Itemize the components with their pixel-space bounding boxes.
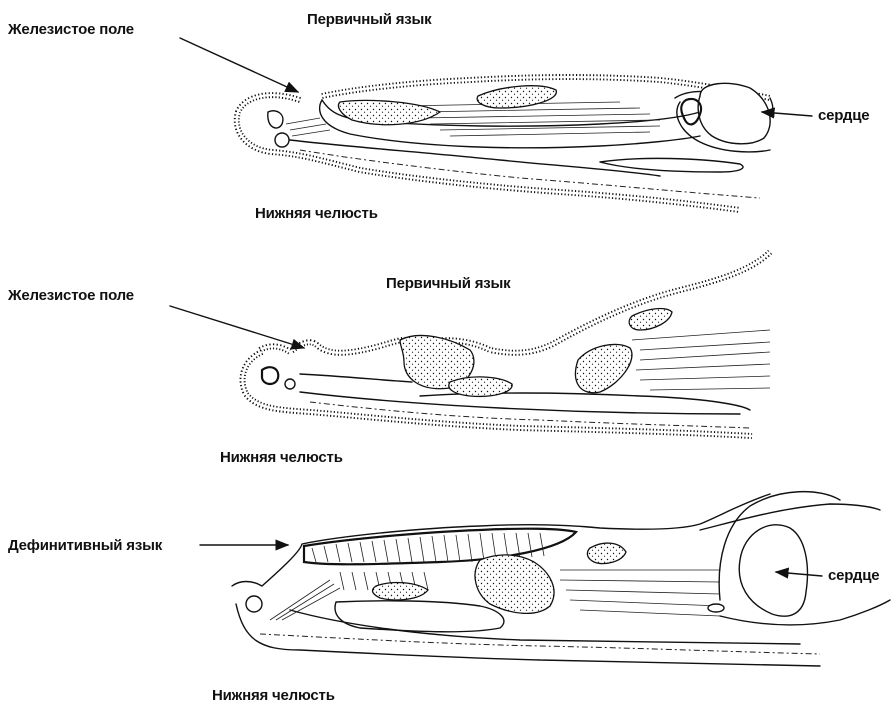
label-glandular-field-middle: Железистое поле [7,287,134,304]
panel-bottom-section: Дефинитивный язык сердце Нижняя челюсть [8,492,890,704]
label-definitive-tongue: Дефинитивный язык [8,537,163,554]
label-lower-jaw-middle: Нижняя челюсть [220,449,343,466]
label-primary-tongue-middle: Первичный язык [386,275,511,292]
label-lower-jaw-bottom: Нижняя челюсть [212,687,335,704]
arrow-glandular-field-middle [170,306,304,348]
label-heart-bottom: сердце [828,567,879,584]
arrow-glandular-field-top [180,38,298,92]
panel-middle-section: Железистое поле Первичный язык Нижняя че… [7,252,770,466]
panel-top-section: Железистое поле Первичный язык сердце Ни… [7,11,869,222]
label-primary-tongue-top: Первичный язык [307,11,432,28]
label-heart-top: сердце [818,107,869,124]
label-lower-jaw-top: Нижняя челюсть [255,205,378,222]
label-glandular-field-top: Железистое поле [7,21,134,38]
